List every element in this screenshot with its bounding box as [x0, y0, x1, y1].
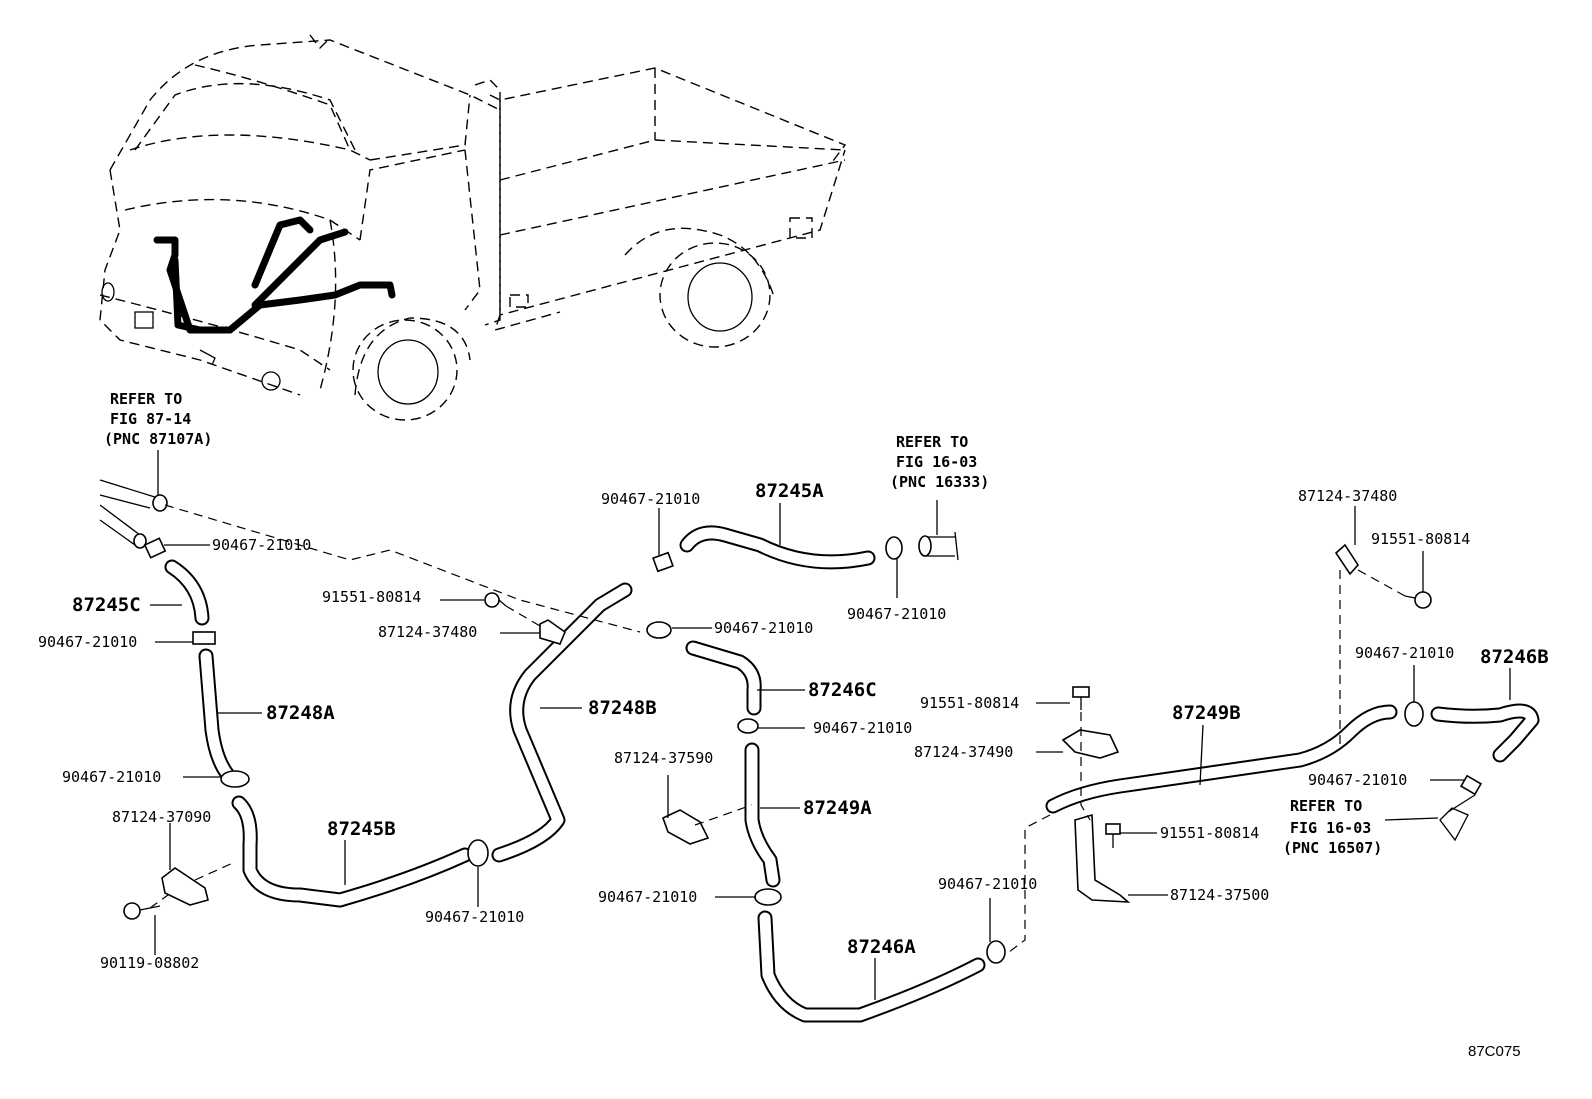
hose-87248A [198, 648, 236, 783]
ref2-line3: (PNC 16333) [890, 473, 989, 491]
reference-note-16333: REFER TO FIG 16-03 (PNC 16333) [890, 433, 989, 491]
ref1-line3: (PNC 87107A) [104, 430, 212, 448]
hose-87249B [1045, 704, 1398, 814]
label-clamp-2: 90467-21010 [38, 633, 137, 651]
label-87245A: 87245A [755, 480, 824, 502]
label-87246B: 87246B [1480, 646, 1549, 668]
label-bolt-91551-1: 91551-80814 [322, 588, 421, 606]
bolt-icon [123, 591, 1432, 920]
label-87248A: 87248A [266, 702, 335, 724]
ref2-line1: REFER TO [896, 433, 968, 451]
label-clamp-1: 90467-21010 [212, 536, 311, 554]
hose-87249A [744, 742, 781, 888]
pipe-ref-16507 [1439, 794, 1476, 842]
label-bracket-37490: 87124-37490 [914, 743, 1013, 761]
figure-code: 87C075 [1468, 1043, 1521, 1060]
label-bracket-37480-1: 87124-37480 [378, 623, 477, 641]
hose-87248B [491, 582, 633, 863]
dashed-leaders [149, 504, 1406, 956]
label-87248B: 87248B [588, 697, 657, 719]
label-87249A: 87249A [803, 797, 872, 819]
ref1-line2: FIG 87-14 [110, 410, 191, 428]
reference-note-16507: REFER TO FIG 16-03 (PNC 16507) [1283, 797, 1382, 857]
label-bolt-91551-3: 91551-80814 [1160, 824, 1259, 842]
reference-note-87107A: REFER TO FIG 87-14 (PNC 87107A) [104, 390, 212, 448]
hose-87245C [164, 559, 210, 626]
label-87245C: 87245C [72, 594, 141, 616]
ref3-line3: (PNC 16507) [1283, 839, 1382, 857]
hose-87246A [757, 910, 986, 1023]
label-clamp-7: 90467-21010 [847, 605, 946, 623]
part-labels: 90467-21010 90467-21010 90467-21010 8712… [38, 487, 1470, 972]
truck-illustration [99, 34, 847, 421]
label-bolt-91551-2: 91551-80814 [920, 694, 1019, 712]
label-clamp-9: 90467-21010 [598, 888, 697, 906]
leader-lines [150, 450, 1511, 1000]
label-clamp-12: 90467-21010 [1308, 771, 1407, 789]
pipe-ref-87107A [99, 479, 168, 549]
label-87249B: 87249B [1172, 702, 1241, 724]
hose-87245B [231, 795, 473, 908]
label-clamp-8: 90467-21010 [813, 719, 912, 737]
label-bolt-91551-4: 91551-80814 [1371, 530, 1470, 548]
ref2-line2: FIG 16-03 [896, 453, 977, 471]
hose-labels: 87245C 87248A 87245B 87248B 87245A 87246… [72, 480, 1549, 958]
label-clamp-4: 90467-21010 [425, 908, 524, 926]
label-bracket-37590: 87124-37590 [614, 749, 713, 767]
label-87246A: 87246A [847, 936, 916, 958]
label-bracket-37090: 87124-37090 [112, 808, 211, 826]
label-bracket-37480-2: 87124-37480 [1298, 487, 1397, 505]
label-bracket-37500: 87124-37500 [1170, 886, 1269, 904]
hose-87246B [1430, 703, 1540, 763]
label-clamp-3: 90467-21010 [62, 768, 161, 786]
label-clamp-10: 90467-21010 [938, 875, 1037, 893]
bracket-icon [161, 543, 1360, 906]
label-87246C: 87246C [808, 679, 877, 701]
ref3-line1: REFER TO [1290, 797, 1362, 815]
label-clamp-6: 90467-21010 [714, 619, 813, 637]
hose-87246C [685, 640, 762, 716]
clamp-icon [143, 536, 1483, 964]
ref1-line1: REFER TO [110, 390, 182, 408]
label-clamp-5: 90467-21010 [601, 490, 700, 508]
label-bolt-90119: 90119-08802 [100, 954, 199, 972]
label-clamp-11: 90467-21010 [1355, 644, 1454, 662]
ref3-line2: FIG 16-03 [1290, 819, 1371, 837]
label-87245B: 87245B [327, 818, 396, 840]
pipe-ref-16333 [918, 531, 959, 561]
hose-87245A [679, 525, 876, 570]
